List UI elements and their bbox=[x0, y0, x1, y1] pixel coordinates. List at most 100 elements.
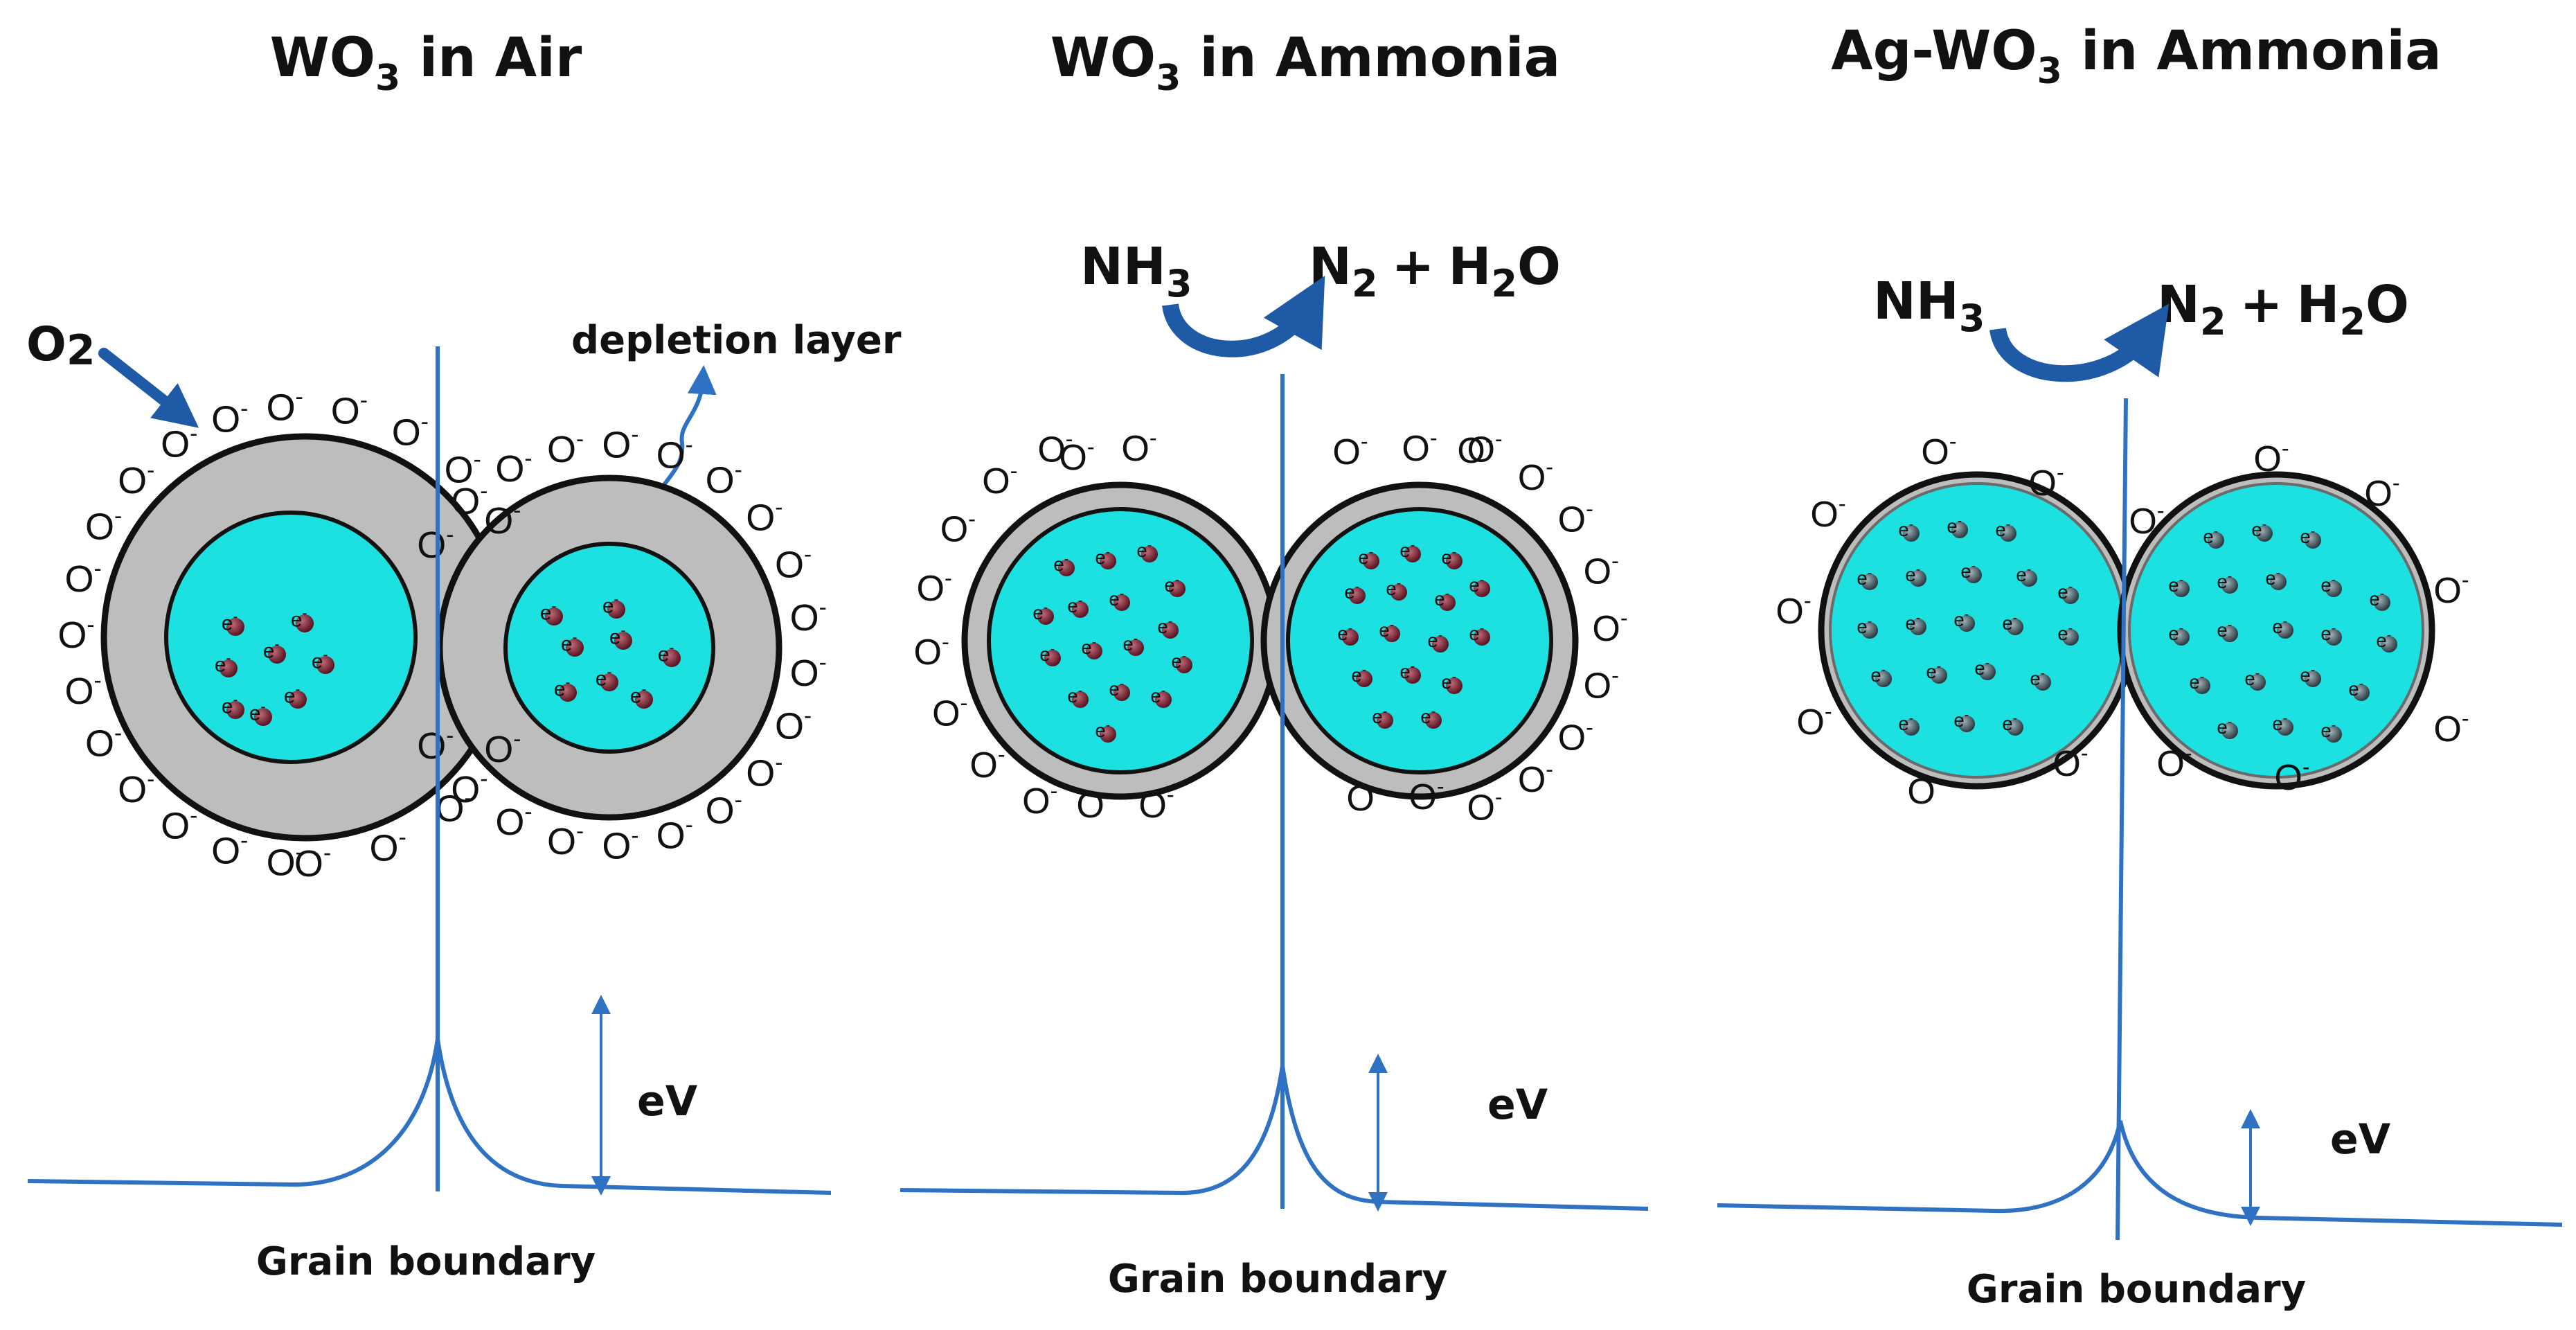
svg-text:e-: e- bbox=[1399, 538, 1415, 561]
svg-text:e-: e- bbox=[2320, 621, 2336, 644]
oxygen-ion: O- bbox=[775, 703, 812, 747]
grain-boundary-label: Grain boundary bbox=[1108, 1257, 1447, 1302]
svg-text:e-: e- bbox=[1441, 545, 1456, 568]
oxygen-ion: O- bbox=[64, 556, 101, 601]
panel-wo3-ammonia: WO3 in Ammonia NH3 N2+H2O O-O-O-O-O-O-O-… bbox=[900, 27, 1649, 1302]
panel-wo3-air: WO3 in Air O2 depletion layer O-O-O-O-O-… bbox=[26, 27, 902, 1284]
electron: e- bbox=[1386, 576, 1407, 601]
electron: e- bbox=[609, 623, 632, 650]
electron: e- bbox=[1399, 538, 1421, 562]
svg-text:e-: e- bbox=[540, 598, 557, 624]
svg-text:e-: e- bbox=[1109, 587, 1124, 610]
svg-text:e-: e- bbox=[1469, 573, 1484, 596]
svg-text:e-: e- bbox=[554, 675, 571, 700]
electron: e- bbox=[2057, 580, 2079, 604]
svg-text:e-: e- bbox=[630, 682, 647, 707]
svg-text:e-: e- bbox=[1995, 517, 2010, 540]
oxygen-ion: O- bbox=[932, 691, 967, 734]
barrier-height-label: eV bbox=[637, 1077, 698, 1126]
svg-text:e-: e- bbox=[1420, 704, 1435, 727]
barrier-height-label: eV bbox=[2330, 1115, 2391, 1164]
svg-text:e-: e- bbox=[1095, 718, 1110, 741]
oxygen-ion: O- bbox=[1907, 768, 1942, 812]
adsorbed-oxygen-ions: O-O-O-O-O-O-O-O-O-O-O-O-O-O- bbox=[1776, 429, 2469, 812]
svg-text:e-: e- bbox=[1157, 614, 1172, 637]
oxygen-ion: O- bbox=[656, 813, 693, 857]
svg-text:e-: e- bbox=[1434, 587, 1449, 610]
electron: e- bbox=[2320, 718, 2342, 743]
oxygen-ion: O- bbox=[2156, 741, 2192, 784]
svg-text:e-: e- bbox=[2189, 670, 2204, 693]
svg-text:e-: e- bbox=[1109, 677, 1124, 700]
electron: e- bbox=[1150, 684, 1172, 708]
panel-title: WO3 in Ammonia bbox=[1050, 27, 1561, 99]
svg-text:e-: e- bbox=[1905, 611, 1920, 634]
svg-text:e-: e- bbox=[2016, 562, 2031, 585]
oxygen-ion: O- bbox=[1059, 434, 1094, 478]
grain-left bbox=[100, 433, 509, 842]
svg-text:e-: e- bbox=[1032, 601, 1048, 623]
electron: e- bbox=[1171, 649, 1192, 673]
svg-text:e-: e- bbox=[2251, 517, 2266, 540]
electron: e- bbox=[596, 664, 618, 691]
svg-text:e-: e- bbox=[2244, 666, 2260, 689]
svg-text:e-: e- bbox=[249, 699, 266, 725]
product-label: N2+H2O bbox=[1309, 237, 1561, 305]
electron: e- bbox=[2244, 666, 2266, 691]
grain-left bbox=[1818, 471, 2136, 790]
oxygen-ion: O- bbox=[211, 396, 248, 441]
svg-text:e-: e- bbox=[1870, 663, 1886, 686]
svg-text:e-: e- bbox=[1136, 538, 1152, 561]
oxygen-ion: O- bbox=[484, 497, 521, 542]
svg-text:e-: e- bbox=[609, 623, 626, 648]
svg-text:e-: e- bbox=[2300, 524, 2315, 547]
oxygen-ion: O- bbox=[1022, 778, 1057, 822]
oxygen-ion: O- bbox=[495, 445, 532, 490]
oxygen-ion: O- bbox=[1558, 715, 1593, 759]
oxygen-ion: O- bbox=[1518, 756, 1553, 800]
electron: e- bbox=[554, 675, 577, 702]
electron: e- bbox=[1857, 614, 1878, 639]
electron: e- bbox=[1344, 580, 1366, 604]
svg-text:e-: e- bbox=[1372, 704, 1387, 727]
oxygen-ion: O- bbox=[85, 504, 122, 548]
electron: e- bbox=[2030, 666, 2051, 691]
oxygen-ion: O- bbox=[1037, 427, 1073, 470]
svg-text:e-: e- bbox=[1053, 552, 1068, 575]
oxygen-ion: O- bbox=[85, 720, 122, 765]
electron: e- bbox=[1469, 573, 1490, 597]
svg-text:e-: e- bbox=[222, 609, 238, 635]
electron: e- bbox=[1898, 517, 1920, 542]
grain-right bbox=[436, 475, 782, 821]
electron: e- bbox=[1109, 677, 1130, 701]
oxygen-ion: O- bbox=[1332, 429, 1368, 472]
oxygen-ion: O- bbox=[267, 384, 303, 429]
svg-text:e-: e- bbox=[1067, 684, 1082, 707]
oxygen-ion: O- bbox=[2274, 754, 2309, 798]
svg-text:e-: e- bbox=[1150, 684, 1165, 707]
electron: e- bbox=[1067, 684, 1089, 708]
electron: e- bbox=[1420, 704, 1442, 729]
electron: e- bbox=[2320, 621, 2342, 646]
oxygen-ion: O- bbox=[1518, 454, 1553, 498]
svg-text:e-: e- bbox=[1164, 573, 1179, 596]
electron: e- bbox=[2251, 517, 2273, 542]
oxygen-ion: O- bbox=[451, 478, 488, 522]
svg-text:e-: e- bbox=[2348, 677, 2363, 700]
electron: e- bbox=[2369, 587, 2390, 611]
svg-text:e-: e- bbox=[222, 692, 238, 718]
svg-text:e-: e- bbox=[2217, 618, 2232, 641]
svg-text:e-: e- bbox=[1926, 659, 1941, 682]
electron: e- bbox=[2272, 614, 2293, 639]
electron: e- bbox=[630, 682, 653, 709]
svg-text:e-: e- bbox=[1905, 562, 1920, 585]
electron: e- bbox=[1427, 628, 1449, 653]
svg-text:e-: e- bbox=[2030, 666, 2045, 689]
oxygen-ion: O- bbox=[917, 565, 952, 609]
panel-title: Ag-WO3 in Ammonia bbox=[1831, 20, 2442, 92]
oxygen-ion: O- bbox=[2364, 470, 2399, 514]
electron: e- bbox=[1095, 545, 1116, 569]
oxygen-ion: O- bbox=[706, 457, 742, 502]
reaction-arrow bbox=[1989, 303, 2170, 382]
